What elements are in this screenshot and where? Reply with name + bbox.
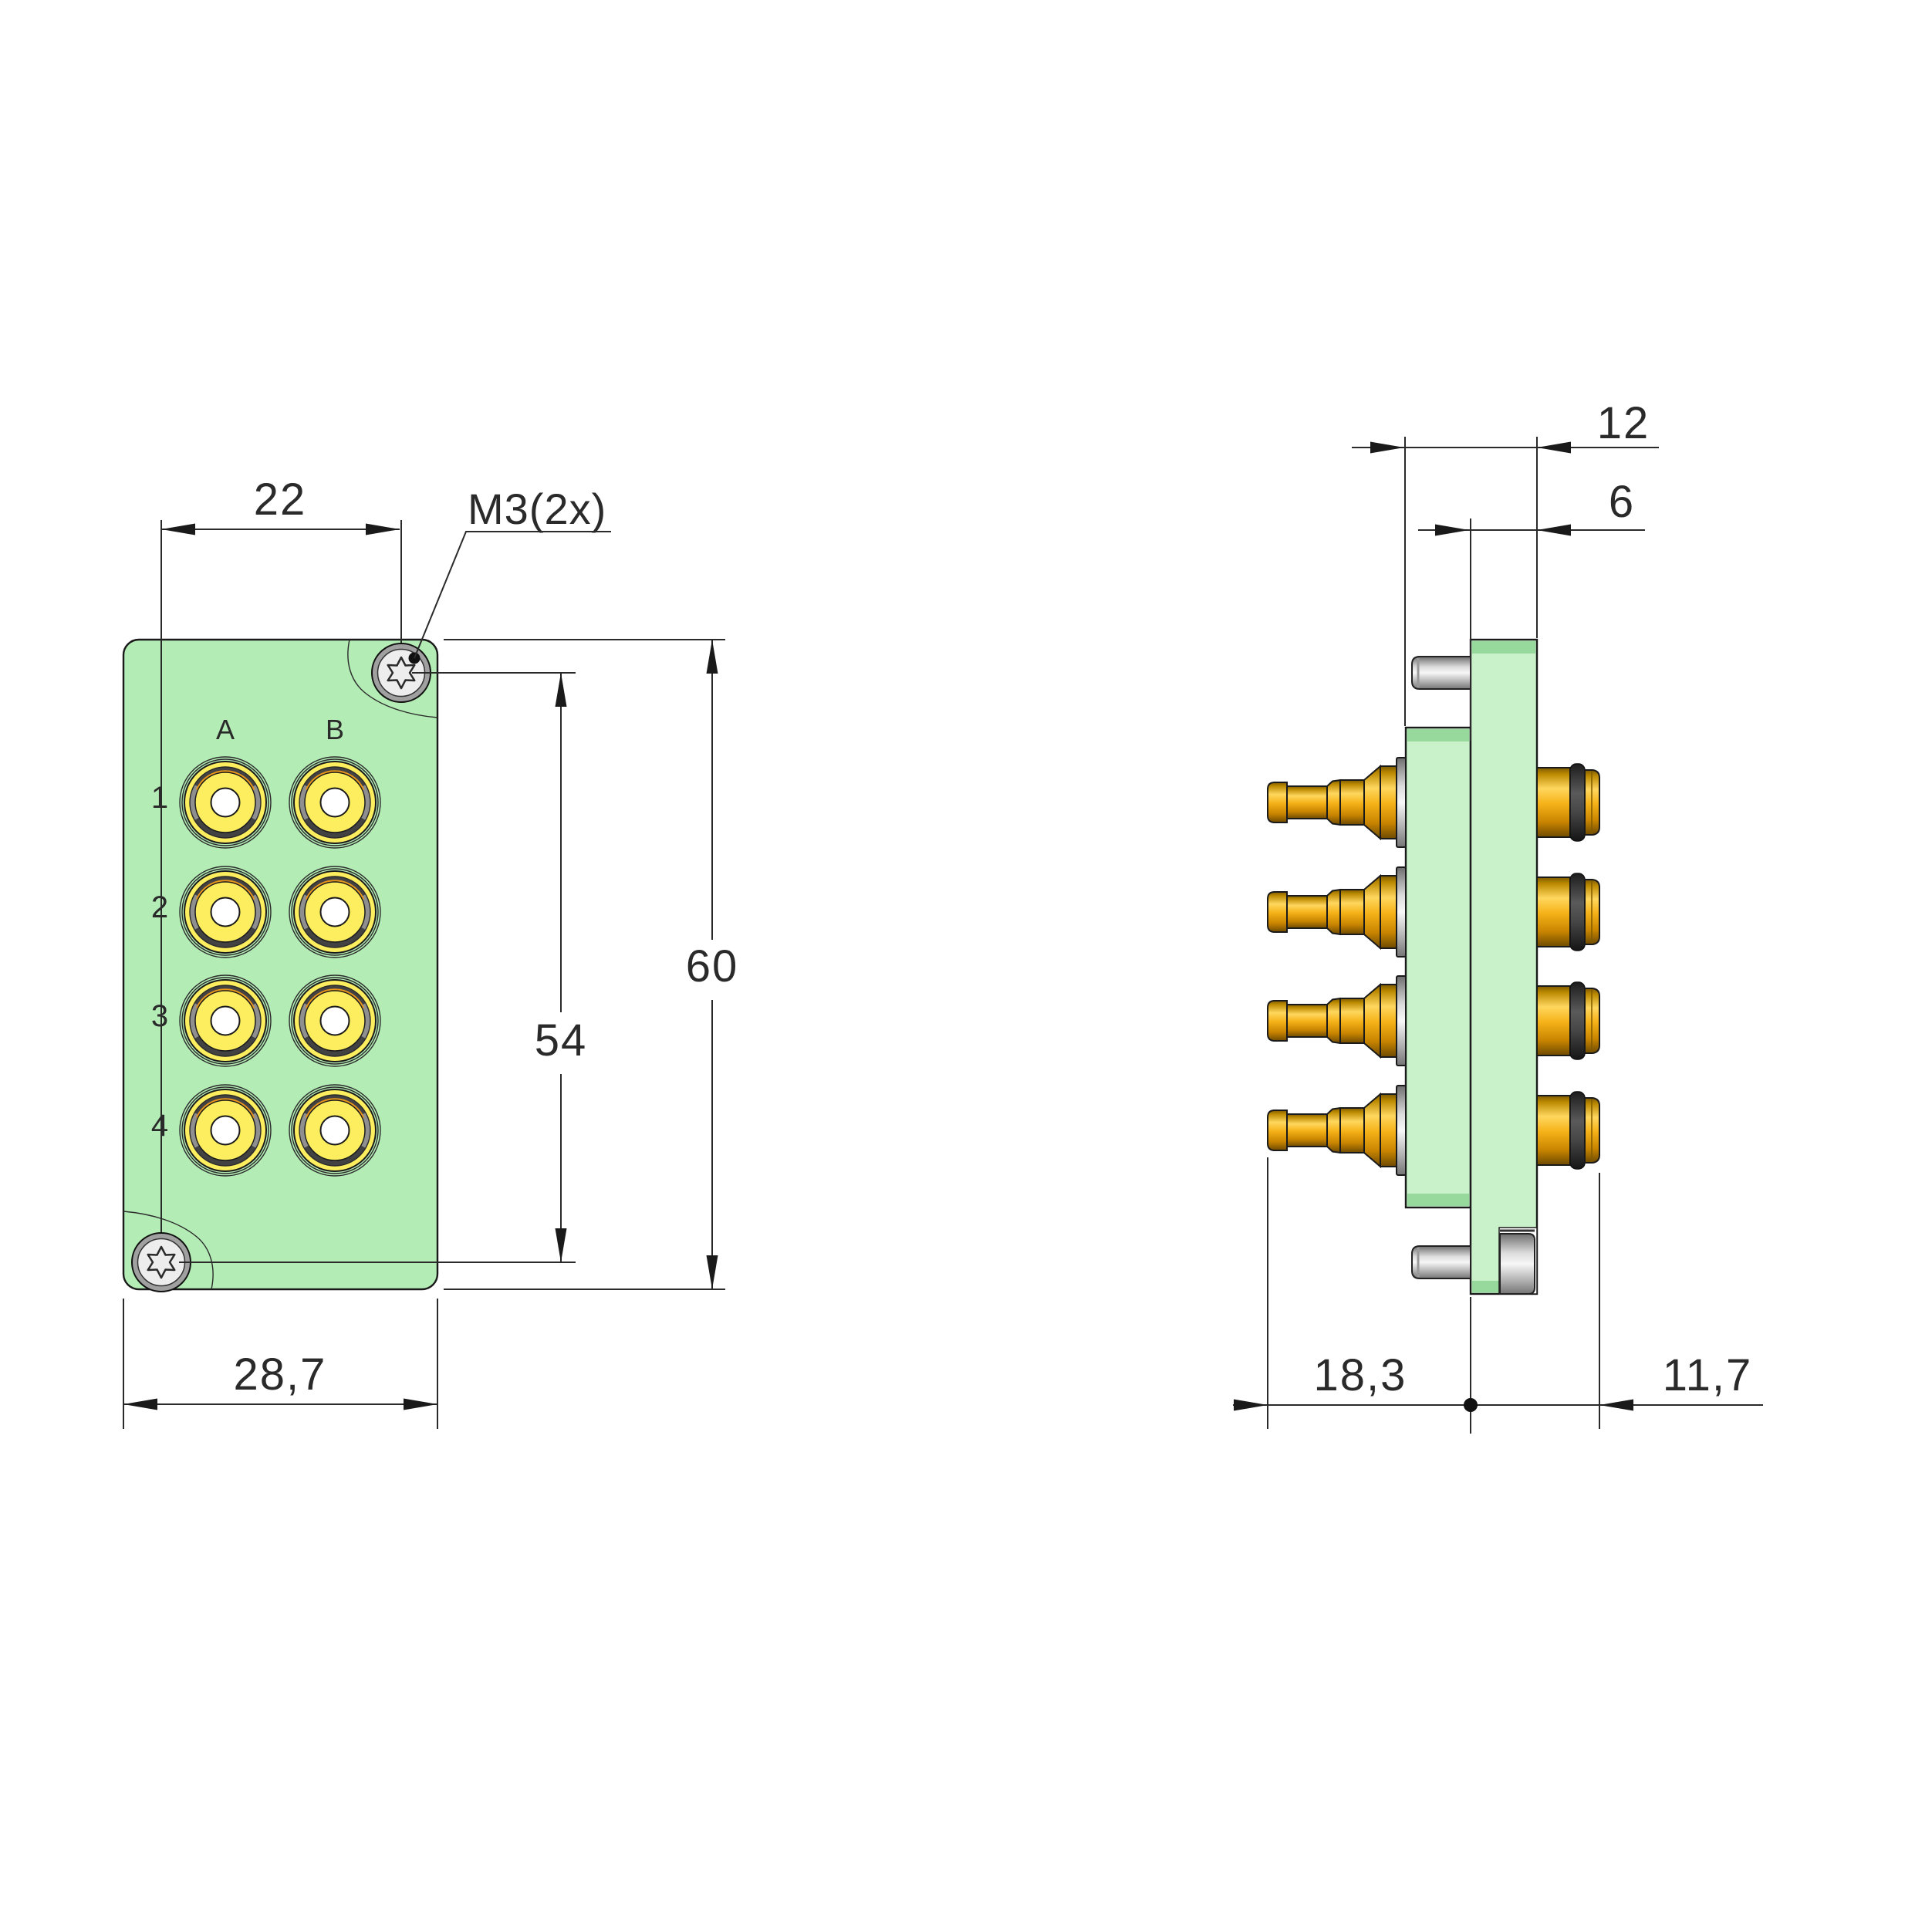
dim-label-28-7: 28,7 <box>234 1349 327 1400</box>
dimension-screw-spacing-horizontal: 22 <box>161 475 400 535</box>
front-view: A B 1 2 3 4 <box>122 520 439 1293</box>
socket-A2 <box>180 866 271 958</box>
socket-A1 <box>180 757 271 848</box>
dim-label-22: 22 <box>254 475 307 525</box>
column-label-b: B <box>326 714 344 745</box>
dimension-arrow <box>706 640 718 674</box>
dimension-protrusions: 18,3 11,7 <box>1233 1157 1763 1434</box>
dimension-arrow <box>1599 1399 1633 1411</box>
dimension-screw-spacing-vertical: 54 <box>179 672 588 1263</box>
dim-label-60: 60 <box>686 941 739 991</box>
thread-callout: M3(2x) <box>408 485 611 664</box>
dimension-total-depth: 12 <box>1352 398 1659 726</box>
row-label-3: 3 <box>151 999 168 1033</box>
column-label-a: A <box>216 714 235 745</box>
socket-B3 <box>289 975 380 1066</box>
row-label-1: 1 <box>151 781 168 815</box>
row-label-2: 2 <box>151 890 168 924</box>
front-panel <box>122 638 439 1291</box>
body-slab-bottom-bevel <box>1407 1194 1469 1206</box>
dim-label-54: 54 <box>535 1015 588 1066</box>
screw-recess-contour-bottom-left <box>123 1211 214 1290</box>
socket-A3 <box>180 975 271 1066</box>
dimension-arrow <box>123 1398 157 1410</box>
leader-line <box>414 531 611 659</box>
dim-label-6: 6 <box>1609 477 1635 527</box>
dim-label-18-3: 18,3 <box>1314 1350 1407 1400</box>
dimension-arrow <box>1234 1399 1268 1411</box>
dimension-arrow <box>1537 441 1571 454</box>
dimension-panel-height: 60 <box>444 639 739 1290</box>
dimension-flange-thickness: 6 <box>1418 477 1645 741</box>
socket-B2 <box>289 866 380 958</box>
dimension-arrow <box>161 523 195 535</box>
thread-callout-label: M3(2x) <box>468 485 606 533</box>
socket-B4 <box>289 1085 380 1176</box>
dim-label-12: 12 <box>1597 398 1650 448</box>
front-flange <box>1469 638 1539 1295</box>
screw-head-side <box>1499 1233 1535 1295</box>
dimension-arrow <box>366 523 400 535</box>
rear-pin-top <box>1411 656 1471 690</box>
dimension-arrow <box>555 673 567 707</box>
dimension-arrow <box>1435 524 1469 536</box>
dimension-origin-dot <box>1464 1398 1478 1412</box>
screw-recess-contour-top-right <box>347 639 438 718</box>
dimension-arrow <box>1537 524 1571 536</box>
dim-label-11-7: 11,7 <box>1663 1350 1753 1400</box>
dimension-panel-width: 28,7 <box>123 1299 438 1429</box>
dimension-arrow <box>555 1228 567 1262</box>
dimension-arrow <box>404 1398 437 1410</box>
dimension-arrow <box>706 1255 718 1289</box>
side-view <box>1267 638 1600 1295</box>
socket-B1 <box>289 757 380 848</box>
dimension-arrow <box>1370 441 1404 454</box>
flange-top-bevel <box>1472 641 1535 654</box>
body-slab-top-bevel <box>1407 729 1469 741</box>
socket-A4 <box>180 1085 271 1176</box>
flange-bottom-bevel <box>1472 1281 1499 1292</box>
rear-pin-bottom <box>1411 1245 1471 1279</box>
row-label-4: 4 <box>151 1109 168 1143</box>
body-slab <box>1404 726 1472 1209</box>
